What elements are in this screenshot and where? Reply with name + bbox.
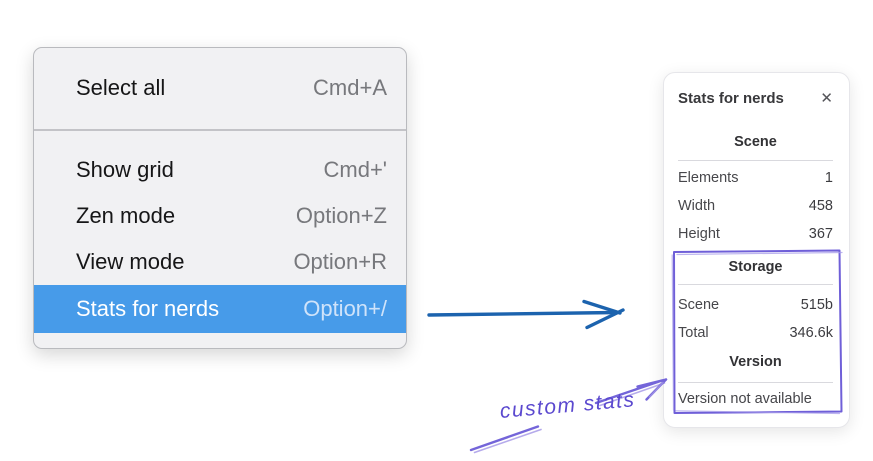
stat-row-scene-size: Scene 515b — [678, 291, 833, 319]
blue-arrow — [427, 299, 625, 330]
menu-item-label: Show grid — [76, 157, 174, 182]
menu-item-label: View mode — [76, 249, 185, 274]
menu-item-select-all[interactable]: Select all Cmd+A — [34, 65, 406, 111]
stat-value: 367 — [808, 226, 833, 242]
menu-item-stats-for-nerds[interactable]: Stats for nerds Option+/ — [34, 285, 406, 333]
stat-label: Width — [678, 198, 716, 214]
section-rule — [678, 382, 833, 383]
menu-item-zen-mode[interactable]: Zen mode Option+Z — [34, 193, 406, 239]
section-heading-scene: Scene — [734, 134, 777, 150]
stat-label: Total — [678, 325, 709, 341]
stats-panel-header: Stats for nerds ✕ — [678, 89, 833, 107]
stat-value: 458 — [808, 198, 833, 214]
menu-item-shortcut: Cmd+A — [313, 75, 387, 100]
menu-item-label: Zen mode — [76, 203, 176, 228]
stat-value: 515b — [800, 297, 833, 313]
menu-item-shortcut: Option+Z — [295, 203, 387, 228]
menu-item-shortcut: Cmd+' — [323, 157, 388, 182]
menu-section-bottom: Show grid Cmd+' Zen mode Option+Z View m… — [34, 131, 406, 348]
menu-item-shortcut: Option+R — [293, 249, 387, 274]
menu-item-label: Select all — [76, 75, 166, 100]
section-heading-version: Version — [729, 354, 782, 370]
context-menu: Select all Cmd+A Show grid Cmd+' Zen mod… — [33, 47, 407, 349]
stat-label: Scene — [678, 297, 720, 313]
annotation-custom-stats: custom stats — [498, 388, 637, 423]
stats-panel: Stats for nerds ✕ Scene Elements 1 Width… — [663, 72, 850, 428]
menu-item-show-grid[interactable]: Show grid Cmd+' — [34, 147, 406, 193]
close-icon: ✕ — [820, 88, 833, 107]
version-note: Version not available — [678, 391, 812, 407]
stat-row-height: Height 367 — [678, 220, 833, 248]
stat-row-width: Width 458 — [678, 192, 833, 220]
menu-item-label: Stats for nerds — [76, 296, 220, 321]
stats-panel-title: Stats for nerds — [678, 89, 784, 107]
stat-row-total-size: Total 346.6k — [678, 319, 833, 347]
section-heading-storage: Storage — [728, 259, 783, 275]
menu-section-top: Select all Cmd+A — [34, 48, 406, 129]
purple-arrow — [469, 378, 668, 454]
menu-divider — [34, 129, 406, 131]
stat-label: Height — [678, 226, 720, 242]
menu-item-shortcut: Option+/ — [303, 296, 387, 321]
section-rule — [678, 284, 833, 285]
stat-label: Elements — [678, 170, 739, 186]
section-rule — [678, 160, 833, 161]
storage-rows: Scene 515b Total 346.6k — [678, 291, 833, 347]
menu-item-view-mode[interactable]: View mode Option+R — [34, 239, 406, 285]
stat-value: 346.6k — [789, 325, 833, 341]
stat-row-elements: Elements 1 — [678, 164, 833, 192]
scene-rows: Elements 1 Width 458 Height 367 — [678, 164, 833, 248]
close-button[interactable]: ✕ — [820, 88, 833, 107]
stat-value: 1 — [824, 170, 833, 186]
